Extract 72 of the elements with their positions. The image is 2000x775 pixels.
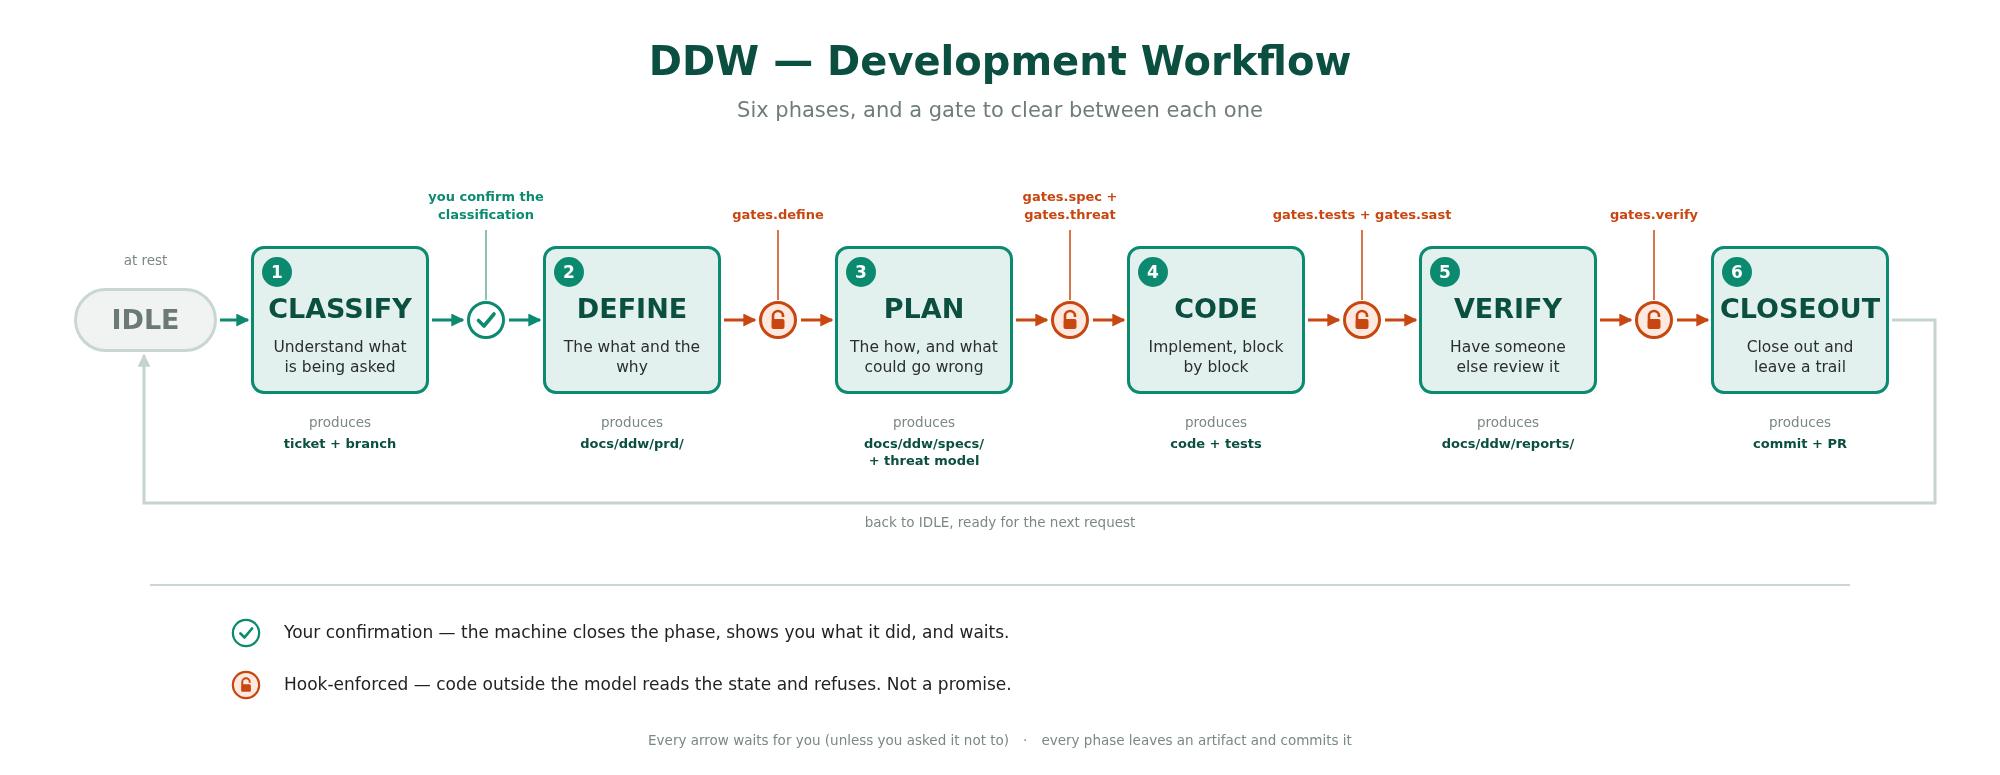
step-number-badge: 6 xyxy=(1722,257,1752,287)
separator-dot: · xyxy=(1023,732,1028,748)
arrow xyxy=(1385,313,1418,327)
arrow xyxy=(220,313,250,327)
legend-text: Your confirmation — the machine closes the phase, shows you what it did, and waits. xyxy=(284,622,1011,642)
subtitle: Six phases, and a gate to clear between each one xyxy=(736,98,1264,122)
leader-line xyxy=(485,229,487,301)
title: DDW — Development Workflow xyxy=(647,38,1353,84)
arrow xyxy=(1308,313,1341,327)
state-caption: at rest xyxy=(122,252,169,268)
checkmark-icon xyxy=(466,300,506,340)
phase-description: Implement, block by block xyxy=(1147,337,1285,377)
padlock-icon xyxy=(1342,300,1382,340)
output-caption: produces xyxy=(1184,414,1248,430)
padlock-icon xyxy=(1634,300,1674,340)
gate-label: gates.verify xyxy=(1559,186,1749,224)
arrow xyxy=(724,313,757,327)
leader-line xyxy=(1069,229,1071,301)
output-caption: produces xyxy=(308,414,372,430)
phase-description: The what and the why xyxy=(562,337,702,377)
gate-label: gates.define xyxy=(683,186,873,224)
gate-label: you confirm the classification xyxy=(391,186,581,224)
arrow xyxy=(1016,313,1049,327)
leader-line xyxy=(777,229,779,301)
phase-box xyxy=(1419,246,1597,394)
arrow xyxy=(801,313,834,327)
phase-description: Have someone else review it xyxy=(1449,337,1567,377)
output-caption: produces xyxy=(892,414,956,430)
arrow xyxy=(509,313,542,327)
arrow xyxy=(1600,313,1633,327)
output-caption: produces xyxy=(1768,414,1832,430)
legend-text: Hook-enforced — code outside the model reads the state and refuses. Not a promise. xyxy=(284,674,1013,694)
artifact-label: docs/ddw/specs/ + threat model xyxy=(863,435,985,469)
phase-box xyxy=(1711,246,1889,394)
leader-line xyxy=(1653,229,1655,301)
step-number-badge: 4 xyxy=(1138,257,1168,287)
phase-title: DEFINE xyxy=(575,293,689,324)
step-number-badge: 2 xyxy=(554,257,584,287)
padlock-icon xyxy=(758,300,798,340)
phase-title: CLASSIFY xyxy=(267,293,413,324)
output-caption: produces xyxy=(1476,414,1540,430)
output-caption: produces xyxy=(600,414,664,430)
arrow xyxy=(1677,313,1710,327)
artifact-label: commit + PR xyxy=(1752,435,1848,452)
step-number-badge: 5 xyxy=(1430,257,1460,287)
phase-box xyxy=(1127,246,1305,394)
phase-title: CLOSEOUT xyxy=(1718,293,1882,324)
state-pill: IDLE xyxy=(74,288,217,352)
phase-title: PLAN xyxy=(882,293,966,324)
footnote-text: Every arrow waits for you (unless you asked it not to) xyxy=(648,732,1010,748)
phase-description: Understand what is being asked xyxy=(272,337,408,377)
phase-description: Close out and leave a trail xyxy=(1745,337,1855,377)
artifact-label: docs/ddw/reports/ xyxy=(1440,435,1576,452)
phase-box xyxy=(251,246,429,394)
phase-description: The how, and what could go wrong xyxy=(850,337,998,377)
step-number-badge: 1 xyxy=(262,257,292,287)
arrow xyxy=(137,318,1937,505)
artifact-label: docs/ddw/prd/ xyxy=(579,435,685,452)
arrow xyxy=(432,313,465,327)
phase-box xyxy=(835,246,1013,394)
phase-title: VERIFY xyxy=(1452,293,1564,324)
gate-label: gates.spec + gates.threat xyxy=(975,186,1165,224)
artifact-label: code + tests xyxy=(1169,435,1263,452)
leader-line xyxy=(1361,229,1363,301)
step-number-badge: 3 xyxy=(846,257,876,287)
phase-box xyxy=(543,246,721,394)
phase-title: CODE xyxy=(1173,293,1259,324)
artifact-label: ticket + branch xyxy=(282,435,398,452)
footnote-text: every phase leaves an artifact and commits it xyxy=(1041,732,1352,748)
gate-label: gates.tests + gates.sast xyxy=(1267,186,1457,224)
arrow xyxy=(1093,313,1126,327)
padlock-icon xyxy=(1050,300,1090,340)
